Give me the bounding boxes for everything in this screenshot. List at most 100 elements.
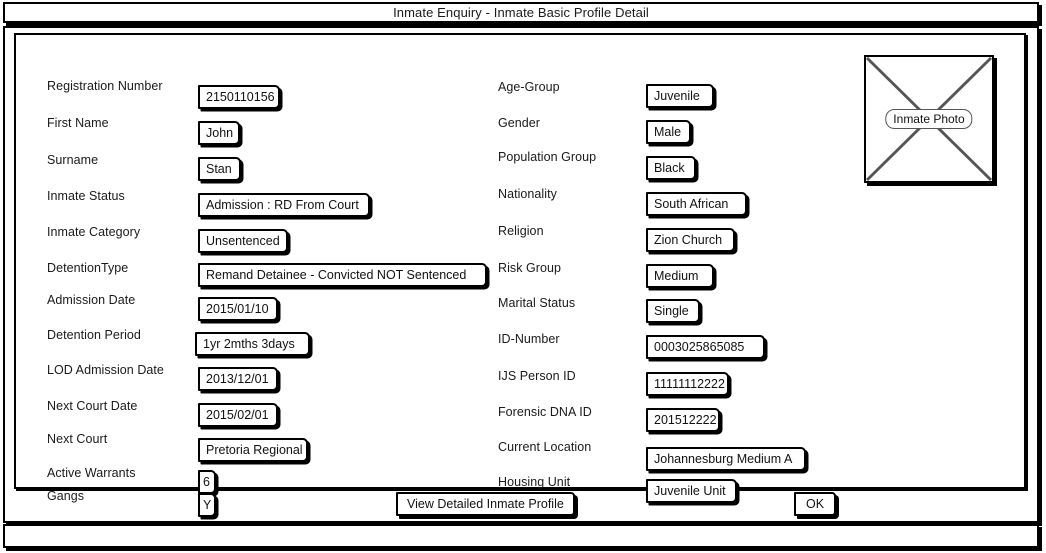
left-field-label: DetentionType [47, 256, 128, 280]
field-label-text: Next Court [47, 432, 108, 446]
field-label-text: Age-Group [498, 80, 560, 94]
field-value-text: 2015/01/10 [206, 301, 269, 316]
field-value-text: Zion Church [654, 232, 723, 247]
right-field-label: Housing Unit [498, 470, 570, 494]
field-value-text: 11111112222 [654, 376, 725, 391]
right-field-value-box[interactable]: 201512222 [646, 408, 720, 432]
field-value-text: 2013/12/01 [206, 371, 269, 386]
right-field-value-box[interactable]: South African [646, 192, 747, 216]
left-field-value-box[interactable]: John [198, 121, 240, 145]
ok-button[interactable]: OK [794, 492, 836, 516]
field-label-text: Population Group [498, 150, 597, 164]
view-detailed-inmate-profile-button[interactable]: View Detailed Inmate Profile [396, 492, 575, 516]
field-value-text: Medium [654, 268, 699, 283]
field-value-text: Unsentenced [206, 233, 280, 248]
left-field-value-box[interactable]: 1yr 2mths 3days [195, 332, 310, 356]
left-field-value-box[interactable]: Pretoria Regional [198, 438, 308, 462]
field-label-text: Inmate Category [47, 225, 141, 239]
right-field-value-box[interactable]: Medium [646, 264, 714, 288]
left-field-label: Admission Date [47, 288, 135, 312]
left-field-value-box[interactable]: 2015/02/01 [198, 403, 278, 427]
status-bar [3, 524, 1039, 548]
left-field-label: Active Warrants [47, 461, 136, 485]
field-label-text: Registration Number [47, 79, 163, 93]
right-field-label: Risk Group [498, 256, 561, 280]
left-field-label: Registration Number [47, 74, 163, 98]
left-field-label: Detention Period [47, 323, 141, 347]
right-field-value-box[interactable]: 11111112222 [646, 372, 729, 396]
field-label-text: Admission Date [47, 293, 136, 307]
field-value-text: John [206, 125, 234, 140]
right-field-value-box[interactable]: Johannesburg Medium A [646, 447, 806, 471]
field-value-text: Male [654, 124, 682, 139]
field-label-text: Next Court Date [47, 399, 138, 413]
field-value-text: 0003025865085 [654, 339, 745, 354]
field-value-text: 2015/02/01 [206, 407, 269, 422]
page-title: Inmate Enquiry - Inmate Basic Profile De… [393, 5, 649, 20]
field-label-text: Religion [498, 224, 544, 238]
left-field-label: Next Court [47, 427, 107, 451]
left-field-label: Surname [47, 148, 98, 172]
left-field-value-box[interactable]: Remand Detainee - Convicted NOT Sentence… [198, 263, 487, 287]
field-value-text: Pretoria Regional [206, 442, 303, 457]
right-field-value-box[interactable]: Zion Church [646, 228, 735, 252]
left-field-value-box[interactable]: Y [198, 493, 216, 517]
left-field-value-box[interactable]: Admission : RD From Court [198, 193, 370, 217]
field-label-text: Risk Group [498, 261, 562, 275]
left-field-label: Inmate Category [47, 220, 140, 244]
left-field-label: LOD Admission Date [47, 358, 164, 382]
field-label-text: Surname [47, 153, 99, 167]
right-field-value-box[interactable]: 0003025865085 [646, 335, 765, 359]
field-label-text: Housing Unit [498, 475, 571, 489]
right-field-label: IJS Person ID [498, 364, 576, 388]
field-label-text: First Name [47, 116, 109, 130]
right-field-label: Gender [498, 111, 540, 135]
field-value-text: Remand Detainee - Convicted NOT Sentence… [206, 267, 467, 282]
left-field-label: Gangs [47, 484, 84, 508]
left-field-value-box[interactable]: Stan [198, 157, 241, 181]
left-field-value-box[interactable]: 2015/01/10 [198, 297, 278, 321]
field-value-text: 2150110156 [206, 89, 275, 104]
right-field-value-box[interactable]: Male [646, 120, 691, 144]
window-title-bar: Inmate Enquiry - Inmate Basic Profile De… [3, 2, 1039, 23]
inmate-photo-placeholder[interactable]: Inmate Photo [864, 55, 994, 183]
right-field-value-box[interactable]: Single [646, 299, 700, 323]
field-value-text: 1yr 2mths 3days [203, 336, 295, 351]
left-field-label: Next Court Date [47, 394, 137, 418]
field-label-text: ID-Number [498, 332, 560, 346]
right-field-label: Current Location [498, 435, 591, 459]
field-value-text: Black [654, 160, 685, 175]
field-value-text: Admission : RD From Court [206, 197, 359, 212]
view-detailed-inmate-profile-label: View Detailed Inmate Profile [407, 497, 564, 511]
ok-button-label: OK [805, 497, 825, 511]
right-field-value-box[interactable]: Juvenile [646, 84, 714, 108]
right-field-label: Marital Status [498, 291, 575, 315]
right-field-label: Age-Group [498, 75, 560, 99]
right-field-label: Forensic DNA ID [498, 400, 592, 424]
field-value-text: Johannesburg Medium A [654, 451, 793, 466]
right-field-label: Population Group [498, 145, 596, 169]
field-label-text: DetentionType [47, 261, 129, 275]
right-field-label: Religion [498, 219, 544, 243]
left-field-value-box[interactable]: Unsentenced [198, 229, 288, 253]
left-field-label: Inmate Status [47, 184, 125, 208]
left-field-label: First Name [47, 111, 109, 135]
right-field-value-box[interactable]: Juvenile Unit [646, 479, 737, 503]
field-label-text: Gender [498, 116, 540, 130]
left-field-value-box[interactable]: 2150110156 [198, 85, 280, 109]
field-label-text: Current Location [498, 440, 592, 454]
field-value-text: Single [654, 303, 689, 318]
field-label-text: Gangs [47, 489, 85, 503]
left-field-value-box[interactable]: 6 [198, 470, 216, 494]
right-field-value-box[interactable]: Black [646, 156, 696, 180]
inmate-photo-caption: Inmate Photo [885, 109, 973, 129]
field-value-text: Y [203, 497, 212, 512]
field-value-text: 6 [203, 474, 210, 489]
field-label-text: Inmate Status [47, 189, 125, 203]
field-value-text: 201512222 [654, 412, 717, 427]
left-field-value-box[interactable]: 2013/12/01 [198, 367, 278, 391]
field-label-text: IJS Person ID [498, 369, 576, 383]
right-field-label: ID-Number [498, 327, 560, 351]
